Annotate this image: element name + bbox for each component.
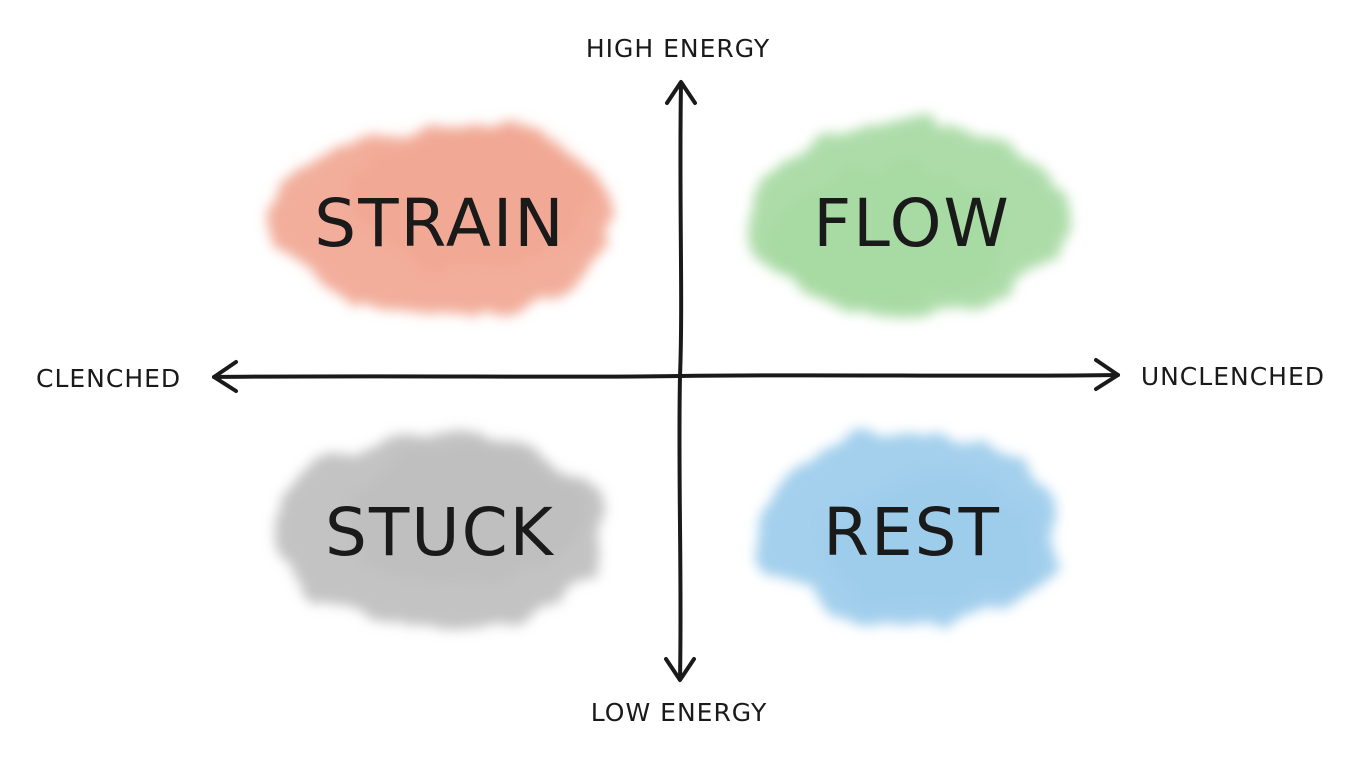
quadrant-label-stuck: STUCK — [325, 494, 555, 571]
rest-blob — [760, 432, 1060, 628]
axis-label-high-energy: HIGH ENERGY — [586, 34, 770, 63]
flow-blob — [754, 123, 1070, 313]
horizontal-axis-line — [212, 373, 1120, 379]
down-arrow-head — [664, 657, 696, 682]
right-arrow-head — [1094, 358, 1120, 391]
left-arrow-head — [212, 360, 238, 393]
strain-blob-layer — [350, 130, 590, 270]
axis-label-clenched: CLENCHED — [36, 364, 181, 393]
quadrant-label-flow: FLOW — [813, 185, 1011, 262]
stuck-blob-layer — [347, 445, 583, 585]
strain-blob — [270, 125, 610, 315]
quadrant-label-rest: REST — [823, 494, 1001, 571]
rest-blob-layer — [820, 475, 1040, 615]
axis-label-low-energy: LOW ENERGY — [591, 698, 767, 727]
up-arrow-head — [665, 80, 697, 105]
quadrant-label-strain: STRAIN — [314, 185, 565, 262]
flow-blob-layer — [775, 167, 1005, 303]
stuck-blob — [275, 432, 605, 628]
axis-label-unclenched: UNCLENCHED — [1141, 362, 1325, 391]
vertical-axis-line — [677, 82, 684, 680]
